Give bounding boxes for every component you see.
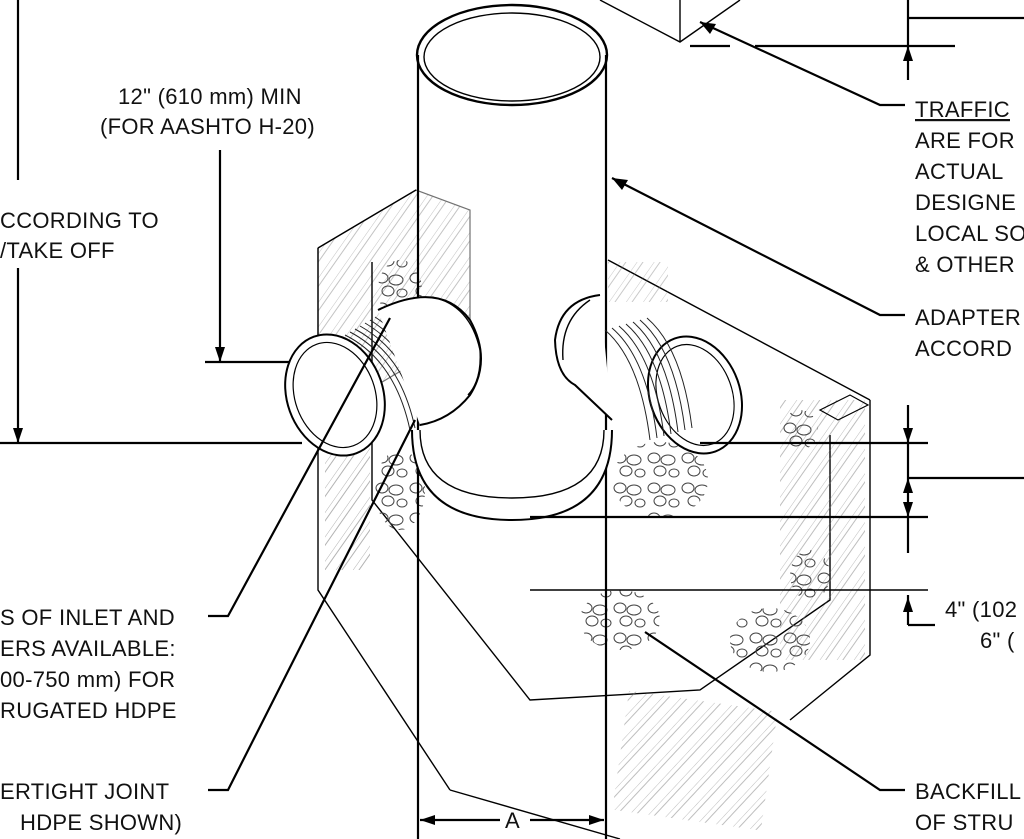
hatch-zone-2 (612, 690, 778, 831)
stone-zone-7 (782, 410, 818, 450)
sizes-label-line3: 00-750 mm) FOR (0, 667, 175, 692)
stone-zone-2 (580, 590, 660, 650)
riser-top-rim-inner (423, 12, 601, 102)
backfill-label-line1: BACKFILL (915, 779, 1021, 804)
right-coupler-body (553, 294, 613, 421)
right-inlet-pipe (553, 294, 744, 455)
cover-min-label-line2: (FOR AASHTO H-20) (100, 114, 315, 139)
concrete-block (317, 189, 871, 839)
stone-zone-6 (790, 550, 830, 600)
cover-min-label-line1: 12" (610 mm) MIN (118, 84, 302, 109)
block-outline-right (789, 400, 871, 721)
traffic-note-line2: ARE FOR (915, 128, 1015, 153)
left-coupler-ring (431, 296, 481, 396)
joint-label-line2: HDPE SHOWN) (20, 810, 182, 835)
pavement-slab (599, 0, 741, 43)
sizes-label-line4: RUGATED HDPE (0, 698, 177, 723)
traffic-note-line5: LOCAL SO (915, 221, 1024, 246)
right-dimensions (530, 0, 1024, 627)
traffic-note-line1: TRAFFIC (915, 97, 1010, 122)
backfill-label-line2: OF STRU (915, 810, 1014, 835)
tee-bowl-inner (419, 429, 605, 499)
according-label-line1: CCORDING TO (0, 208, 159, 233)
left-inlet-pipe (284, 296, 482, 457)
sizes-label-line1: S OF INLET AND (0, 605, 175, 630)
traffic-note-line3: ACTUAL (915, 159, 1004, 184)
dimension-a (420, 815, 604, 825)
traffic-note-line6: & OTHER (915, 252, 1015, 277)
left-pipe-end-outer (284, 333, 386, 457)
hatch-zone-4 (608, 262, 668, 302)
sizes-label-line2: ERS AVAILABLE: (0, 636, 176, 661)
according-label-line2: /TAKE OFF (0, 238, 115, 263)
block-outline-front (449, 789, 621, 839)
tee-bowl-outer (411, 429, 613, 522)
leader-lines (208, 21, 905, 792)
left-pipe-end-inner (292, 341, 378, 449)
tee-base (411, 429, 613, 522)
stone-zone-4 (375, 450, 425, 530)
text-labels: 12" (610 mm) MIN (FOR AASHTO H-20) CCORD… (0, 84, 1024, 835)
right-pipe-corrugations (604, 317, 693, 441)
stone-zone-1 (612, 442, 708, 518)
block-top-left (317, 189, 417, 249)
adapter-label-line2: ACCORD (915, 336, 1012, 361)
left-dimensions (0, 0, 302, 445)
traffic-note-line4: DESIGNE (915, 190, 1016, 215)
right-coupler-ring (562, 299, 591, 361)
block-cap (818, 394, 870, 421)
bedding-label-line2: 6" ( (980, 628, 1015, 653)
dimension-a-label: A (505, 808, 520, 833)
hatch-zone-1 (325, 440, 370, 570)
riser-top-rim-outer (415, 3, 609, 107)
riser-pipe (415, 3, 609, 839)
bedding-label-line1: 4" (102 (945, 597, 1017, 622)
adapter-label-line1: ADAPTER (915, 305, 1021, 330)
stone-zone-3 (730, 608, 810, 672)
joint-label-line1: ERTIGHT JOINT (0, 779, 169, 804)
